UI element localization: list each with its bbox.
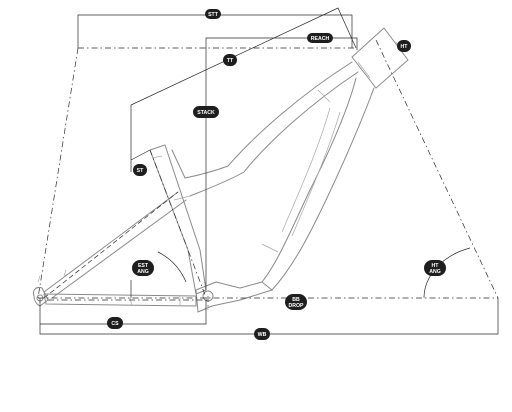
svg-text:HT: HT	[432, 263, 440, 269]
dimension-lines	[37, 7, 499, 335]
reach-label: REACH	[307, 33, 333, 43]
wb-dimension	[39, 298, 499, 335]
est-angle-arc	[157, 251, 187, 283]
svg-text:CS: CS	[111, 321, 119, 327]
head-tube	[351, 27, 409, 89]
svg-text:DROP: DROP	[289, 303, 305, 309]
seat-stay	[43, 191, 187, 299]
st-dimension	[130, 149, 151, 172]
chain-stay	[43, 293, 197, 307]
cs-dimension	[39, 298, 207, 325]
stack-label: STACK	[193, 106, 219, 118]
ht-ang-label: HT ANG	[424, 260, 446, 276]
seat-tube	[149, 144, 207, 295]
reach-dimension	[205, 37, 358, 290]
top-tube	[171, 61, 359, 197]
cs-label: CS	[107, 317, 123, 329]
svg-text:STT: STT	[208, 12, 219, 18]
tt-label: TT	[223, 54, 237, 66]
stt-label: STT	[205, 9, 221, 19]
bottom-bracket	[195, 281, 273, 313]
ht-label: HT	[397, 40, 411, 52]
svg-text:ST: ST	[137, 168, 144, 174]
bike-frame	[33, 27, 409, 313]
svg-text:EST: EST	[138, 263, 149, 269]
svg-text:REACH: REACH	[311, 36, 330, 42]
down-tube	[261, 77, 375, 291]
svg-text:ANG: ANG	[137, 269, 149, 275]
stt-dimension	[77, 14, 353, 48]
svg-text:WB: WB	[258, 332, 267, 338]
est-ang-label: EST ANG	[132, 260, 154, 276]
bb-drop-label: BB DROP	[285, 294, 307, 310]
svg-text:STACK: STACK	[197, 110, 215, 116]
svg-text:TT: TT	[227, 58, 234, 64]
tt-dimension	[130, 7, 357, 160]
svg-text:ANG: ANG	[429, 269, 441, 275]
wb-label: WB	[254, 328, 270, 340]
svg-text:HT: HT	[401, 44, 409, 50]
svg-text:BB: BB	[292, 297, 300, 303]
st-label: ST	[133, 164, 147, 176]
